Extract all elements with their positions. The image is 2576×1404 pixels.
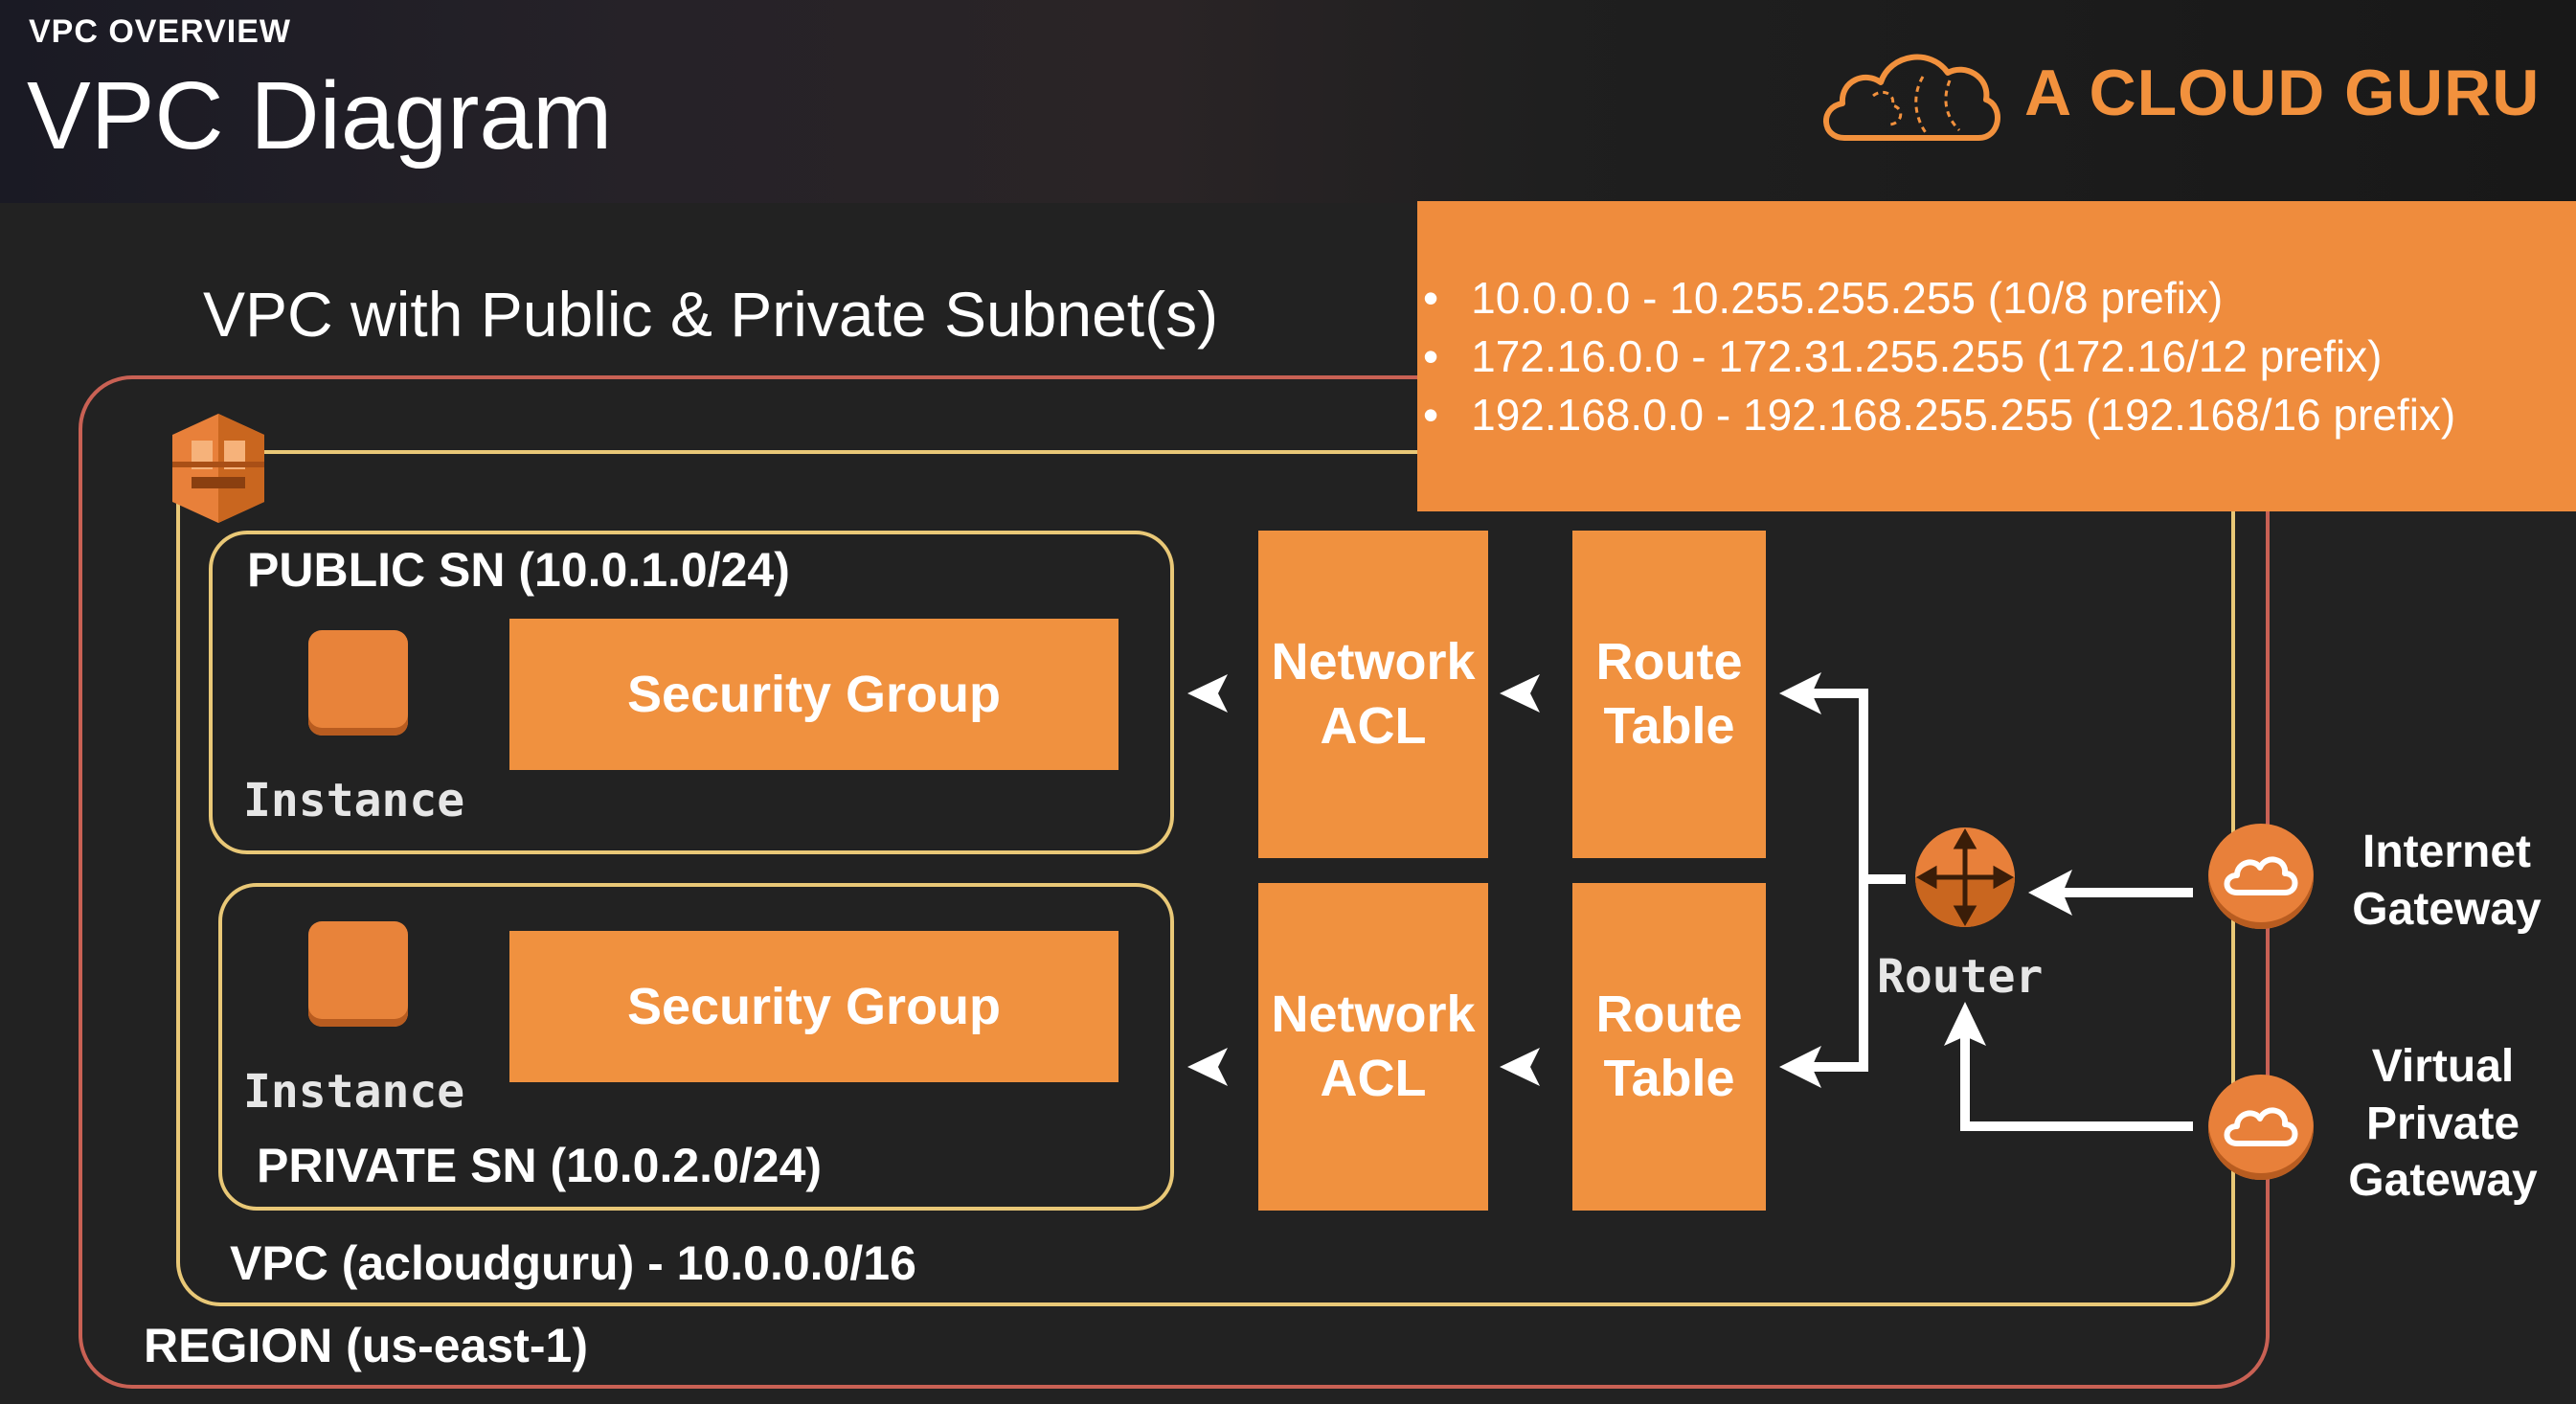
private-security-group: Security Group (509, 931, 1119, 1082)
header-bar (0, 0, 2576, 203)
ip-range-text: 192.168.0.0 - 192.168.255.255 (192.168/1… (1471, 390, 2456, 440)
public-instance-icon (308, 630, 408, 736)
cloud-brain-logo-icon (1823, 54, 2000, 141)
public-security-group: Security Group (509, 619, 1119, 770)
private-network-acl: Network ACL (1258, 883, 1488, 1211)
diagram-title: VPC with Public & Private Subnet(s) (203, 279, 1219, 350)
public-route-table: Route Table (1572, 531, 1766, 858)
private-network-acl-label: Network ACL (1271, 985, 1476, 1108)
section-overline: VPC OVERVIEW (29, 13, 291, 50)
private-instance-label: Instance (243, 1065, 465, 1119)
private-instance-icon (308, 921, 408, 1027)
public-network-acl: Network ACL (1258, 531, 1488, 858)
region-label: REGION (us-east-1) (144, 1319, 588, 1372)
public-route-table-label: Route Table (1595, 632, 1743, 756)
ip-range-text: 10.0.0.0 - 10.255.255.255 (10/8 prefix) (1471, 273, 2224, 323)
cloud-icon (2224, 856, 2298, 895)
internet-gateway-cloud-icon (2208, 824, 2314, 929)
private-route-table: Route Table (1572, 883, 1766, 1211)
public-network-acl-label: Network ACL (1271, 632, 1476, 756)
ip-range-item: •192.168.0.0 - 192.168.255.255 (192.168/… (1423, 390, 2456, 440)
vpc-label: VPC (acloudguru) - 10.0.0.0/16 (230, 1236, 916, 1290)
private-ip-ranges-callout (1417, 201, 2576, 511)
private-security-group-label: Security Group (626, 978, 1002, 1035)
brand-name: A CLOUD GURU (2024, 57, 2541, 129)
virtual-private-gateway-cloud-icon (2208, 1075, 2314, 1180)
private-subnet-label: PRIVATE SN (10.0.2.0/24) (257, 1139, 823, 1192)
vpc-icon (172, 414, 264, 523)
public-instance-label: Instance (243, 774, 465, 827)
cloud-icon (2224, 1107, 2298, 1146)
public-security-group-label: Security Group (626, 666, 1002, 723)
private-subnet-boundary (218, 883, 1174, 1211)
public-subnet-label: PUBLIC SN (10.0.1.0/24) (247, 543, 790, 597)
router-label: Router (1877, 950, 2044, 1004)
router-icon (1915, 827, 2015, 927)
private-route-table-label: Route Table (1595, 985, 1743, 1108)
ip-range-text: 172.16.0.0 - 172.31.255.255 (172.16/12 p… (1471, 331, 2383, 381)
internet-gateway-label: Internet Gateway (2352, 827, 2542, 935)
slide-title: VPC Diagram (27, 62, 613, 170)
virtual-private-gateway-label: Virtual Private Gateway (2348, 1041, 2538, 1207)
ip-range-item: •172.16.0.0 - 172.31.255.255 (172.16/12 … (1423, 331, 2383, 381)
public-subnet-boundary (209, 531, 1174, 854)
ip-range-item: •10.0.0.0 - 10.255.255.255 (10/8 prefix) (1423, 273, 2224, 323)
